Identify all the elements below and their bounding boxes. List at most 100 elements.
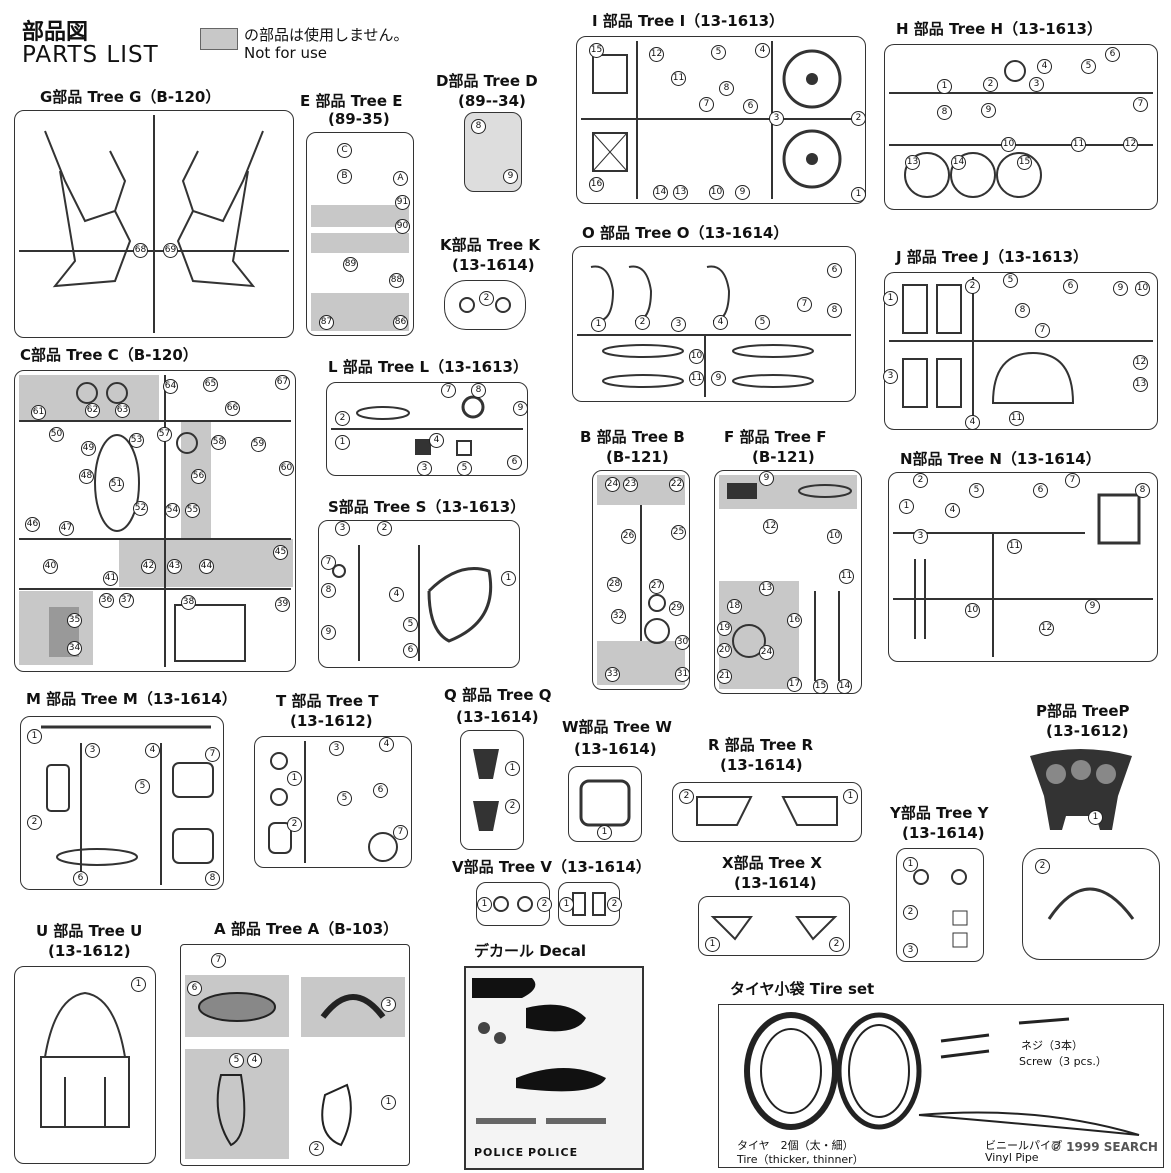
part-number: 41 [103, 571, 118, 586]
part-number: 4 [389, 587, 404, 602]
part-number: 35 [67, 613, 82, 628]
part-number: 4 [713, 315, 728, 330]
part-number: 49 [81, 441, 96, 456]
decal-sheet: POLICE POLICE [464, 966, 644, 1170]
legend-en: Not for use [244, 44, 327, 62]
part-number: 27 [649, 579, 664, 594]
tree-q-code: (13-1614) [456, 708, 539, 726]
part-number: 8 [1135, 483, 1150, 498]
part-number: 86 [393, 315, 408, 330]
part-number: 2 [829, 937, 844, 952]
part-number: 3 [913, 529, 928, 544]
part-number: 5 [711, 45, 726, 60]
part-number: 88 [389, 273, 404, 288]
part-number: 9 [711, 371, 726, 386]
part-number: 6 [1063, 279, 1078, 294]
part-number: 44 [199, 559, 214, 574]
part-number: 64 [163, 379, 178, 394]
watermark: © 1999 SEARCH [1050, 1140, 1158, 1154]
tree-y-code: (13-1614) [902, 824, 985, 842]
part-number: 4 [965, 415, 980, 430]
part-number: 45 [273, 545, 288, 560]
tree-d-frame: 8 9 [464, 112, 522, 192]
part-number: 11 [1009, 411, 1024, 426]
part-number: 32 [611, 609, 626, 624]
part-number: 2 [679, 789, 694, 804]
part-number: 5 [969, 483, 984, 498]
part-number: 13 [1133, 377, 1148, 392]
part-number: 12 [763, 519, 778, 534]
part-number: 1 [381, 1095, 396, 1110]
part-number: 3 [381, 997, 396, 1012]
part-number: 3 [769, 111, 784, 126]
part-number: 8 [471, 119, 486, 134]
part-number: 7 [1035, 323, 1050, 338]
part-number: 29 [669, 601, 684, 616]
title-en: PARTS LIST [22, 42, 159, 68]
part-number: 11 [689, 371, 704, 386]
part-number: 7 [211, 953, 226, 968]
part-number: 46 [25, 517, 40, 532]
legend-jp: の部品は使用しません。 [244, 26, 409, 44]
tree-s-title: S部品 Tree S（13-1613） [328, 498, 526, 516]
tree-n-frame: 2 5 6 7 8 1 4 3 11 10 12 9 13 [888, 472, 1158, 662]
part-number: 12 [1133, 355, 1148, 370]
part-number: 4 [945, 503, 960, 518]
tree-u-title: U 部品 Tree U [36, 922, 143, 940]
part-number: 1 [1088, 810, 1103, 825]
part-number: 9 [1085, 599, 1100, 614]
tree-b-code: (B-121) [606, 448, 669, 466]
not-for-use-area [311, 205, 409, 227]
part-number: 55 [185, 503, 200, 518]
part-number: 12 [1123, 137, 1138, 152]
tree-a-title: A 部品 Tree A（B-103） [214, 920, 399, 938]
tree-x-title: X部品 Tree X [722, 854, 822, 872]
part-number: 2 [537, 897, 552, 912]
part-number: 1 [883, 291, 898, 306]
part-number: 19 [717, 621, 732, 636]
part-number: 11 [671, 71, 686, 86]
part-number: 2 [607, 897, 622, 912]
part-number: 4 [429, 433, 444, 448]
part-number: 5 [755, 315, 770, 330]
part-number: 8 [471, 383, 486, 398]
part-number: 58 [211, 435, 226, 450]
part-number: 28 [607, 577, 622, 592]
part-number: 6 [187, 981, 202, 996]
tree-q-frame: 1 2 [460, 730, 524, 850]
part-number: 1 [937, 79, 952, 94]
part-number: 7 [1133, 97, 1148, 112]
tree-i-title: I 部品 Tree I（13-1613） [592, 12, 785, 30]
not-for-use-area [311, 233, 409, 253]
part-number: 57 [157, 427, 172, 442]
part-number: 54 [165, 503, 180, 518]
part-number: 87 [319, 315, 334, 330]
part-number: 26 [621, 529, 636, 544]
part-number: 17 [787, 677, 802, 692]
tree-x-code: (13-1614) [734, 874, 817, 892]
tree-u-code: (13-1612) [48, 942, 131, 960]
tree-t-title: T 部品 Tree T [276, 692, 379, 710]
part-number: 60 [279, 461, 294, 476]
part-number: 65 [203, 377, 218, 392]
part-number: 6 [73, 871, 88, 886]
tree-w-frame: 1 [568, 766, 642, 842]
part-number: 3 [329, 741, 344, 756]
tree-m-frame: 1 3 4 7 5 2 6 8 [20, 716, 224, 890]
tree-h-frame: 6 5 4 1 2 3 8 9 7 10 11 12 13 14 15 [884, 44, 1158, 210]
part-number: 69 [163, 243, 178, 258]
part-number: 18 [727, 599, 742, 614]
part-number: 4 [145, 743, 160, 758]
tree-w-title: W部品 Tree W [562, 718, 672, 736]
pipe-jp: ビニールパイプ [985, 1139, 1062, 1152]
part-number: 12 [1039, 621, 1054, 636]
part-number: 9 [513, 401, 528, 416]
tree-f-frame: 9 12 10 13 11 18 19 16 20 24 21 17 15 14 [714, 470, 862, 694]
part-number: C [337, 143, 352, 158]
part-number: 10 [827, 529, 842, 544]
tree-r-frame: 2 1 [672, 782, 862, 842]
part-number: 3 [903, 943, 918, 958]
part-number: 9 [981, 103, 996, 118]
part-number: 2 [1035, 859, 1050, 874]
part-number: 5 [337, 791, 352, 806]
